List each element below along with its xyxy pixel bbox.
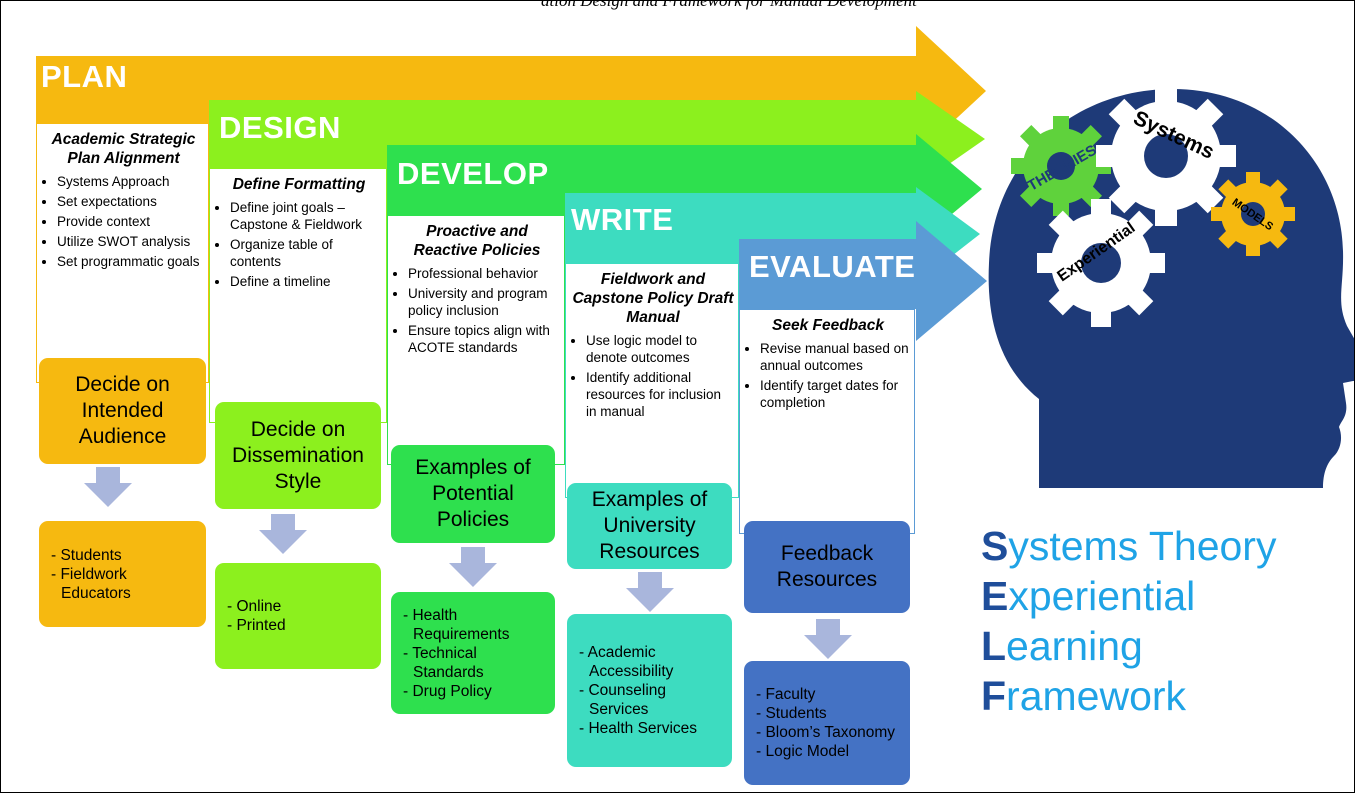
list-item: Professional behavior — [408, 265, 560, 282]
list-item: Ensure topics align with ACOTE standards — [408, 322, 560, 356]
list-item: University and program policy inclusion — [408, 285, 560, 319]
write-decision-box: Examples of University Resources — [567, 483, 732, 569]
acronym-letter: F — [981, 673, 1007, 719]
design-decision-box: Decide on Dissemination Style — [215, 402, 381, 509]
acronym-letter: E — [981, 573, 1009, 619]
acronym-row: Systems Theory — [981, 521, 1276, 571]
gear-systems-icon — [1096, 86, 1236, 226]
figure-caption: ation Design and Framework for Manual De… — [541, 0, 917, 10]
acronym-letter: S — [981, 523, 1009, 569]
develop-title: DEVELOP — [397, 156, 549, 191]
plan-items-box: - Students - Fieldwork Educators — [39, 521, 206, 627]
list-item: - Bloom’s Taxonomy — [756, 724, 895, 741]
list-item: - Printed — [227, 617, 286, 634]
acronym-row: Framework — [981, 671, 1276, 721]
write-down-arrow — [626, 572, 674, 612]
design-bullets: Define joint goals – Capstone & Fieldwor… — [216, 199, 382, 290]
design-title: DESIGN — [219, 110, 341, 145]
acronym-rest: ystems Theory — [1008, 523, 1277, 569]
develop-panel-title: Proactive and Reactive Policies — [413, 223, 541, 259]
develop-down-arrow — [449, 547, 497, 587]
evaluate-bullets: Revise manual based on annual outcomes I… — [746, 340, 910, 411]
list-item: - Drug Policy — [403, 682, 492, 700]
evaluate-panel-title: Seek Feedback — [771, 317, 884, 334]
design-down-arrow — [259, 514, 307, 554]
write-title: WRITE — [571, 202, 674, 237]
plan-bullets: Systems Approach Set expectations Provid… — [43, 173, 204, 270]
design-items: - Online - Printed — [215, 597, 292, 635]
acronym-rest: earning — [1006, 623, 1143, 669]
write-items-box: - Academic Accessibility - Counseling Se… — [567, 614, 732, 767]
list-item: Identify target dates for completion — [760, 377, 910, 411]
plan-down-arrow — [84, 467, 132, 507]
evaluate-decision-box: Feedback Resources — [744, 521, 910, 613]
list-item: - Counseling Services — [579, 682, 667, 718]
develop-arrow — [387, 134, 982, 244]
plan-title: PLAN — [41, 59, 128, 94]
develop-bullets: Professional behavior University and pro… — [394, 265, 560, 356]
list-item: - Students — [756, 705, 827, 722]
list-item: - Technical Standards — [403, 644, 484, 681]
evaluate-items-box: - Faculty - Students - Bloom’s Taxonomy … — [744, 661, 910, 785]
acronym-rest: ramework — [1006, 673, 1187, 719]
list-item: - Fieldwork Educators — [51, 565, 131, 602]
list-item: Set programmatic goals — [57, 253, 204, 270]
self-acronym: Systems Theory Experiential Learning Fra… — [981, 521, 1276, 721]
acronym-letter: L — [981, 623, 1007, 669]
list-item: - Online — [227, 598, 282, 615]
list-item: Define joint goals – Capstone & Fieldwor… — [230, 199, 382, 233]
list-item: Use logic model to denote outcomes — [586, 332, 734, 366]
gear-models-icon — [1211, 172, 1295, 256]
list-item: - Faculty — [756, 686, 816, 703]
list-item: Systems Approach — [57, 173, 204, 190]
design-panel: Define Formatting Define joint goals – C… — [209, 168, 387, 423]
design-panel-title: Define Formatting — [232, 176, 366, 193]
develop-items-box: - Health Requirements - Technical Standa… — [391, 592, 555, 714]
plan-items: - Students - Fieldwork Educators — [39, 546, 206, 603]
design-items-box: - Online - Printed — [215, 563, 381, 669]
acronym-rest: xperiential — [1008, 573, 1196, 619]
list-item: - Logic Model — [756, 743, 850, 760]
list-item: Identify additional resources for inclus… — [586, 369, 734, 420]
plan-panel: Academic Strategic Plan Alignment System… — [36, 123, 209, 383]
evaluate-items: - Faculty - Students - Bloom’s Taxonomy … — [744, 685, 901, 761]
list-item: Define a timeline — [230, 273, 382, 290]
list-item: Set expectations — [57, 193, 204, 210]
write-items: - Academic Accessibility - Counseling Se… — [567, 643, 732, 738]
list-item: - Students — [51, 546, 122, 564]
list-item: Organize table of contents — [230, 236, 382, 270]
list-item: - Health Requirements — [403, 606, 510, 643]
gear-experiential-icon — [1037, 199, 1165, 327]
develop-decision-box: Examples of Potential Policies — [391, 445, 555, 543]
list-item: - Health Services — [579, 720, 698, 737]
list-item: Provide context — [57, 213, 204, 230]
plan-decision-box: Decide on Intended Audience — [39, 358, 206, 464]
list-item: Utilize SWOT analysis — [57, 233, 204, 250]
develop-panel: Proactive and Reactive Policies Professi… — [387, 215, 565, 465]
evaluate-panel: Seek Feedback Revise manual based on ann… — [739, 309, 915, 534]
acronym-row: Learning — [981, 621, 1276, 671]
plan-panel-title: Academic Strategic Plan Alignment — [51, 131, 196, 167]
evaluate-title: EVALUATE — [749, 249, 916, 284]
plan-arrow — [36, 26, 986, 156]
evaluate-arrow — [739, 221, 987, 341]
evaluate-down-arrow — [804, 619, 852, 659]
write-panel-title: Fieldwork and Capstone Policy Draft Manu… — [572, 271, 734, 326]
list-item: Revise manual based on annual outcomes — [760, 340, 910, 374]
write-bullets: Use logic model to denote outcomes Ident… — [572, 332, 734, 420]
develop-items: - Health Requirements - Technical Standa… — [391, 606, 555, 701]
write-panel: Fieldwork and Capstone Policy Draft Manu… — [565, 263, 739, 498]
list-item: - Academic Accessibility — [579, 644, 674, 680]
acronym-row: Experiential — [981, 571, 1276, 621]
